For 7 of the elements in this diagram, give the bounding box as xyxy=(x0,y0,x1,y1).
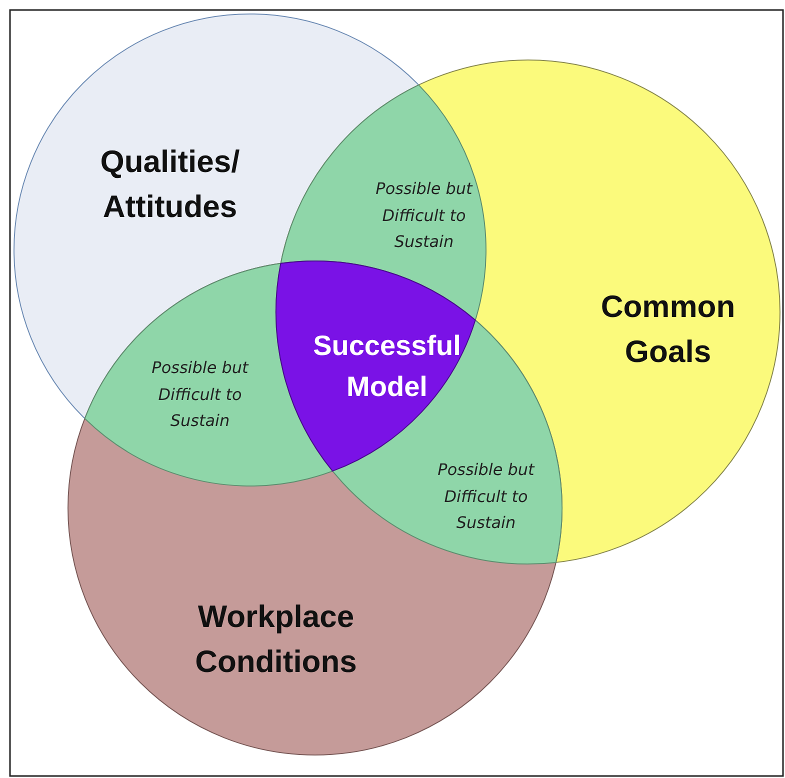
overlap-label: Possible but Difficult to Sustain xyxy=(150,357,250,432)
center-label: Successful Model xyxy=(312,329,462,404)
circle-label: Qualities/ Attitudes xyxy=(99,143,241,226)
overlap-label: Possible but Difficult to Sustain xyxy=(374,178,474,254)
circle-label: Common Goals xyxy=(600,288,736,371)
overlap-label: Possible but Difficult to Sustain xyxy=(436,459,536,534)
circle-label: Workplace Conditions xyxy=(194,598,358,681)
